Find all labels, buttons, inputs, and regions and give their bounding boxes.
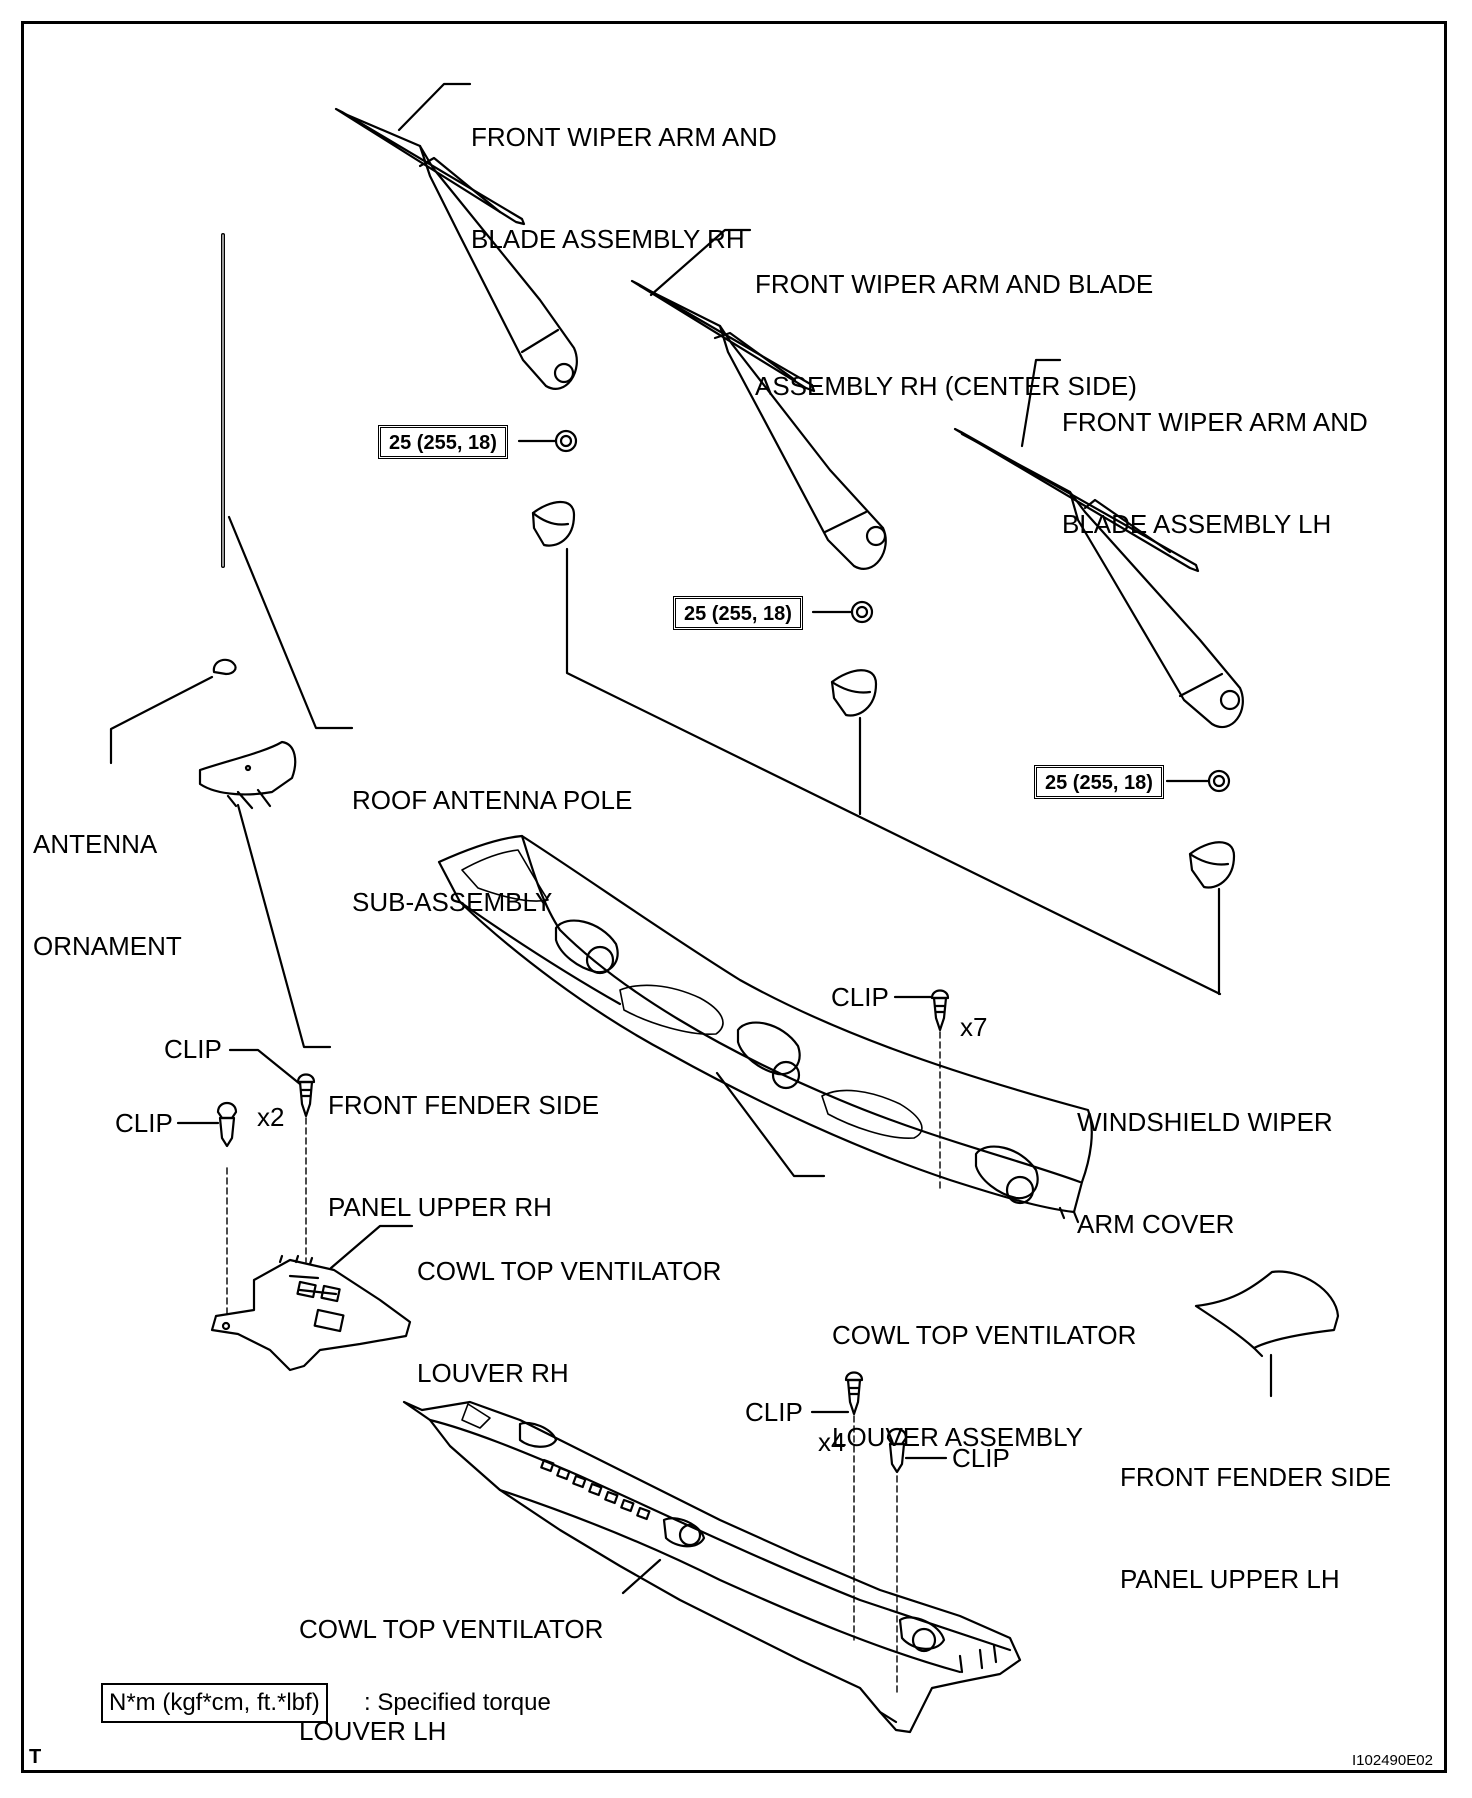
clip-push-right (886, 1427, 908, 1474)
label-louver-assembly: COWL TOP VENTILATOR LOUVER ASSEMBLY (832, 1250, 1136, 1488)
clip-label-x2: CLIP (164, 1034, 222, 1064)
fender-panel-rh-part (198, 740, 297, 810)
label-wiper-rh-line1: FRONT WIPER ARM AND (471, 122, 777, 152)
diagram-frame (21, 21, 1447, 1773)
label-wiper-lh-line2: BLADE ASSEMBLY LH (1062, 509, 1332, 539)
label-wiper-rh-center-line2: ASSEMBLY RH (CENTER SIDE) (755, 371, 1137, 401)
label-antenna-pole: ROOF ANTENNA POLE SUB-ASSEMBLY (352, 715, 632, 953)
label-wiper-arm-cover-line1: WINDSHIELD WIPER (1077, 1107, 1333, 1137)
multiplier-x4: x4 (818, 1427, 846, 1457)
wiper-arm-rh-center (630, 279, 887, 570)
label-wiper-lh-line1: FRONT WIPER ARM AND (1062, 407, 1368, 437)
label-fender-panel-lh: FRONT FENDER SIDE PANEL UPPER LH (1120, 1392, 1391, 1630)
arm-cover-2 (830, 669, 878, 717)
torque-spec-rh-center: 25 (255, 18) (673, 596, 803, 630)
label-antenna-ornament: ANTENNA ORNAMENT (33, 759, 182, 997)
torque-spec-lh: 25 (255, 18) (1034, 765, 1164, 799)
label-antenna-ornament-line1: ANTENNA (33, 829, 158, 859)
label-antenna-ornament-line2: ORNAMENT (33, 931, 182, 961)
label-louver-lh: COWL TOP VENTILATOR LOUVER LH (299, 1544, 603, 1782)
label-fender-panel-lh-line2: PANEL UPPER LH (1120, 1564, 1340, 1594)
label-louver-rh-line2: LOUVER RH (417, 1358, 569, 1388)
clip-push-left (216, 1101, 238, 1148)
corner-mark: T (29, 1746, 42, 1768)
label-louver-lh-line2: LOUVER LH (299, 1716, 447, 1746)
label-fender-panel-lh-line1: FRONT FENDER SIDE (1120, 1462, 1392, 1492)
label-wiper-rh: FRONT WIPER ARM AND BLADE ASSEMBLY RH (471, 52, 777, 290)
clip-label-x4: CLIP (745, 1397, 803, 1427)
label-louver-lh-line1: COWL TOP VENTILATOR (299, 1614, 604, 1644)
label-wiper-rh-center-line1: FRONT WIPER ARM AND BLADE (755, 269, 1154, 299)
clip-x2-part (296, 1073, 316, 1118)
legend-text: : Specified torque (364, 1689, 551, 1716)
fender-panel-lh-part (1194, 1270, 1340, 1358)
legend-units-box: N*m (kgf*cm, ft.*lbf) (101, 1683, 328, 1723)
clip-label-push-left: CLIP (115, 1108, 173, 1138)
label-louver-rh-line1: COWL TOP VENTILATOR (417, 1256, 722, 1286)
wiper-nut-lh (1207, 769, 1231, 793)
label-fender-panel-rh-line1: FRONT FENDER SIDE (328, 1090, 600, 1120)
antenna-ornament-part (212, 658, 237, 676)
label-wiper-rh-line2: BLADE ASSEMBLY RH (471, 224, 745, 254)
multiplier-x7: x7 (960, 1012, 988, 1042)
label-fender-panel-rh: FRONT FENDER SIDE PANEL UPPER RH (328, 1020, 599, 1258)
figure-code: I102490E02 (1352, 1752, 1433, 1769)
clip-label-x7: CLIP (831, 982, 889, 1012)
torque-spec-rh: 25 (255, 18) (378, 425, 508, 459)
label-louver-assembly-line2: LOUVER ASSEMBLY (832, 1422, 1083, 1452)
label-antenna-pole-line1: ROOF ANTENNA POLE (352, 785, 633, 815)
louver-rh-part (210, 1254, 412, 1372)
multiplier-x2: x2 (257, 1102, 285, 1132)
label-wiper-lh: FRONT WIPER ARM AND BLADE ASSEMBLY LH (1062, 337, 1368, 575)
label-wiper-arm-cover-line2: ARM COVER (1077, 1209, 1235, 1239)
louver-lh-part (402, 1400, 1022, 1734)
wiper-arm-lh (953, 427, 1244, 728)
louver-assembly-part (437, 834, 1093, 1224)
wiper-nut-rh-center (850, 600, 874, 624)
clip-x4-part (844, 1371, 864, 1416)
label-wiper-rh-center: FRONT WIPER ARM AND BLADE ASSEMBLY RH (C… (755, 199, 1153, 437)
arm-cover-3 (1188, 841, 1236, 889)
label-louver-rh: COWL TOP VENTILATOR LOUVER RH (417, 1186, 721, 1424)
label-antenna-pole-line2: SUB-ASSEMBLY (352, 887, 553, 917)
arm-cover-1 (531, 500, 576, 547)
wiper-nut-rh (554, 429, 578, 453)
label-fender-panel-rh-line2: PANEL UPPER RH (328, 1192, 552, 1222)
clip-label-push-right: CLIP (952, 1443, 1010, 1473)
clip-x7-part (930, 989, 950, 1032)
wiper-arm-rh (334, 107, 578, 390)
label-louver-assembly-line1: COWL TOP VENTILATOR (832, 1320, 1137, 1350)
label-wiper-arm-cover: WINDSHIELD WIPER ARM COVER (1077, 1037, 1333, 1275)
